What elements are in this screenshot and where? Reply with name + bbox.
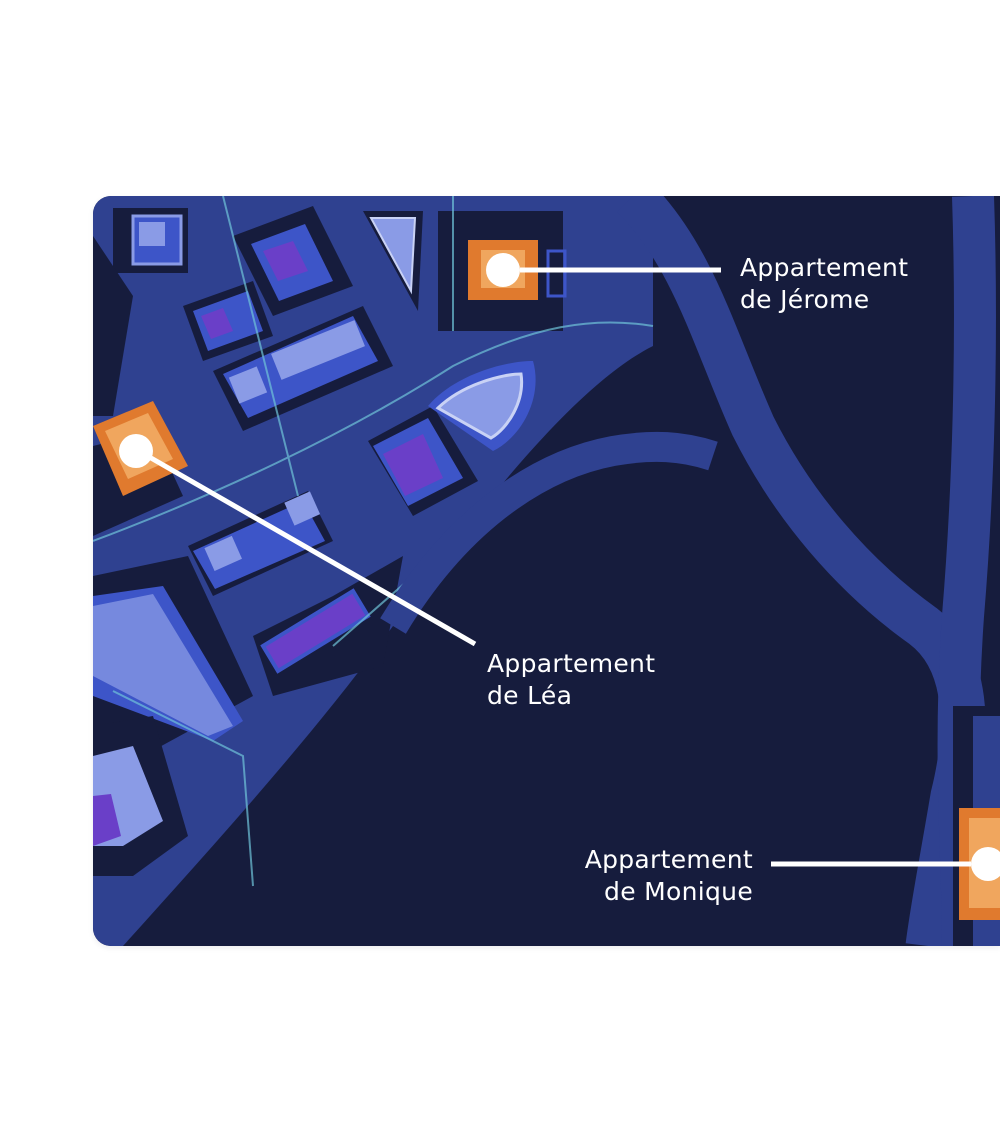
marker-label-monique: Appartement de Monique bbox=[584, 845, 753, 906]
apartment-pin-icon bbox=[486, 253, 520, 287]
cross-road bbox=[380, 431, 718, 634]
apartment-jerome[interactable] bbox=[468, 240, 721, 300]
marker-label-lea: Appartement de Léa bbox=[487, 649, 656, 710]
map-canvas bbox=[93, 196, 1000, 946]
city-map[interactable]: Appartement de Jérome Appartement de Léa… bbox=[93, 196, 1000, 946]
apartment-lea[interactable] bbox=[93, 401, 477, 647]
apartment-pin-icon bbox=[119, 434, 153, 468]
park-paths bbox=[93, 196, 654, 887]
marker-label-jerome: Appartement de Jérome bbox=[740, 253, 909, 314]
apartment-pin-icon bbox=[971, 847, 1000, 881]
apartment-monique[interactable] bbox=[771, 808, 1000, 920]
